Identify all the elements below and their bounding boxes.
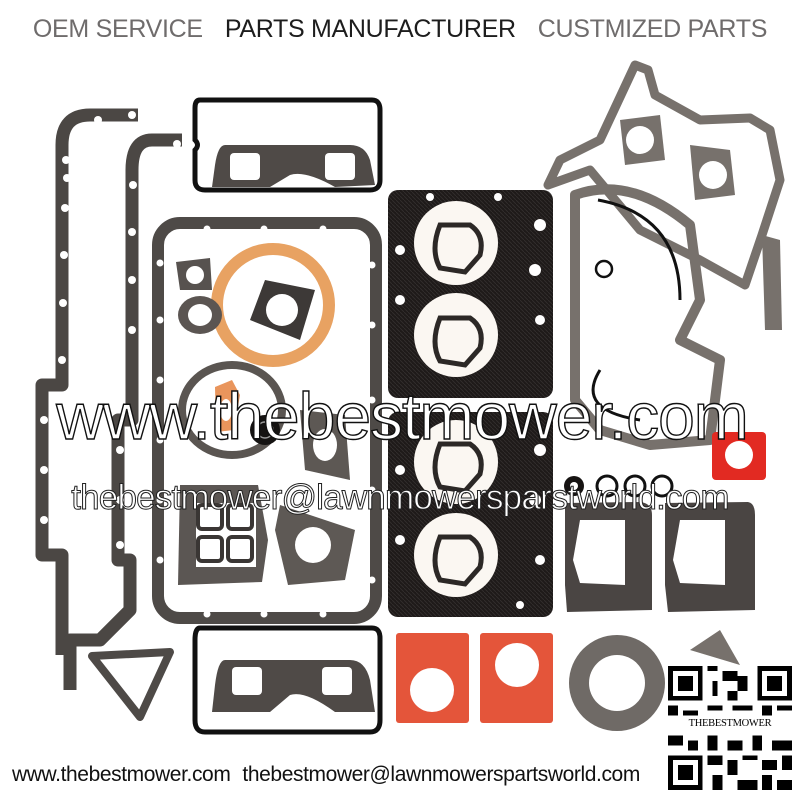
customized-parts-label: CUSTMIZED PARTS bbox=[537, 14, 768, 43]
valve-cover-gasket-top bbox=[192, 97, 383, 193]
oil-seal bbox=[250, 415, 280, 445]
qr-code[interactable]: THEBESTMOWER bbox=[668, 666, 792, 790]
footer-email-link[interactable]: thebestmower@lawnmowerspartsworld.com bbox=[242, 763, 640, 786]
cylinder-head-gasket-top bbox=[388, 190, 553, 398]
gasket-kit-photo: www.thebestmower.com thebestmower@lawnmo… bbox=[0, 55, 800, 755]
oil-pan-side-gasket-right bbox=[63, 133, 182, 690]
qr-code-pattern bbox=[668, 666, 792, 790]
oil-pan-gasket bbox=[152, 217, 382, 624]
gasket-set-illustration bbox=[35, 60, 785, 735]
o-ring bbox=[623, 474, 647, 498]
timing-cover-gasket bbox=[543, 60, 785, 290]
parts-manufacturer-label: PARTS MANUFACTURER bbox=[224, 14, 516, 43]
watermark-website: www.thebestmower.com bbox=[55, 379, 749, 453]
header-banner: OEM SERVICE PARTS MANUFACTURER CUSTMIZED… bbox=[0, 12, 800, 46]
crank-seal-half bbox=[597, 198, 682, 301]
watermark-email: thebestmower@lawnmowersparstworld.com bbox=[71, 478, 730, 517]
footer-website-link[interactable]: www.thebestmower.com bbox=[12, 763, 231, 786]
oem-service-label: OEM SERVICE bbox=[32, 14, 203, 43]
oil-pan-side-gasket-left bbox=[35, 108, 138, 655]
footer-contact: www.thebestmower.com thebestmower@lawnmo… bbox=[12, 763, 640, 787]
qr-code-label: THEBESTMOWER bbox=[668, 718, 792, 729]
o-ring bbox=[650, 474, 674, 498]
valve-cover-gasket-bottom bbox=[192, 625, 383, 735]
cylinder-head-gasket-bottom bbox=[388, 412, 553, 617]
o-ring bbox=[595, 474, 619, 498]
small-triangle-gasket bbox=[88, 648, 174, 721]
